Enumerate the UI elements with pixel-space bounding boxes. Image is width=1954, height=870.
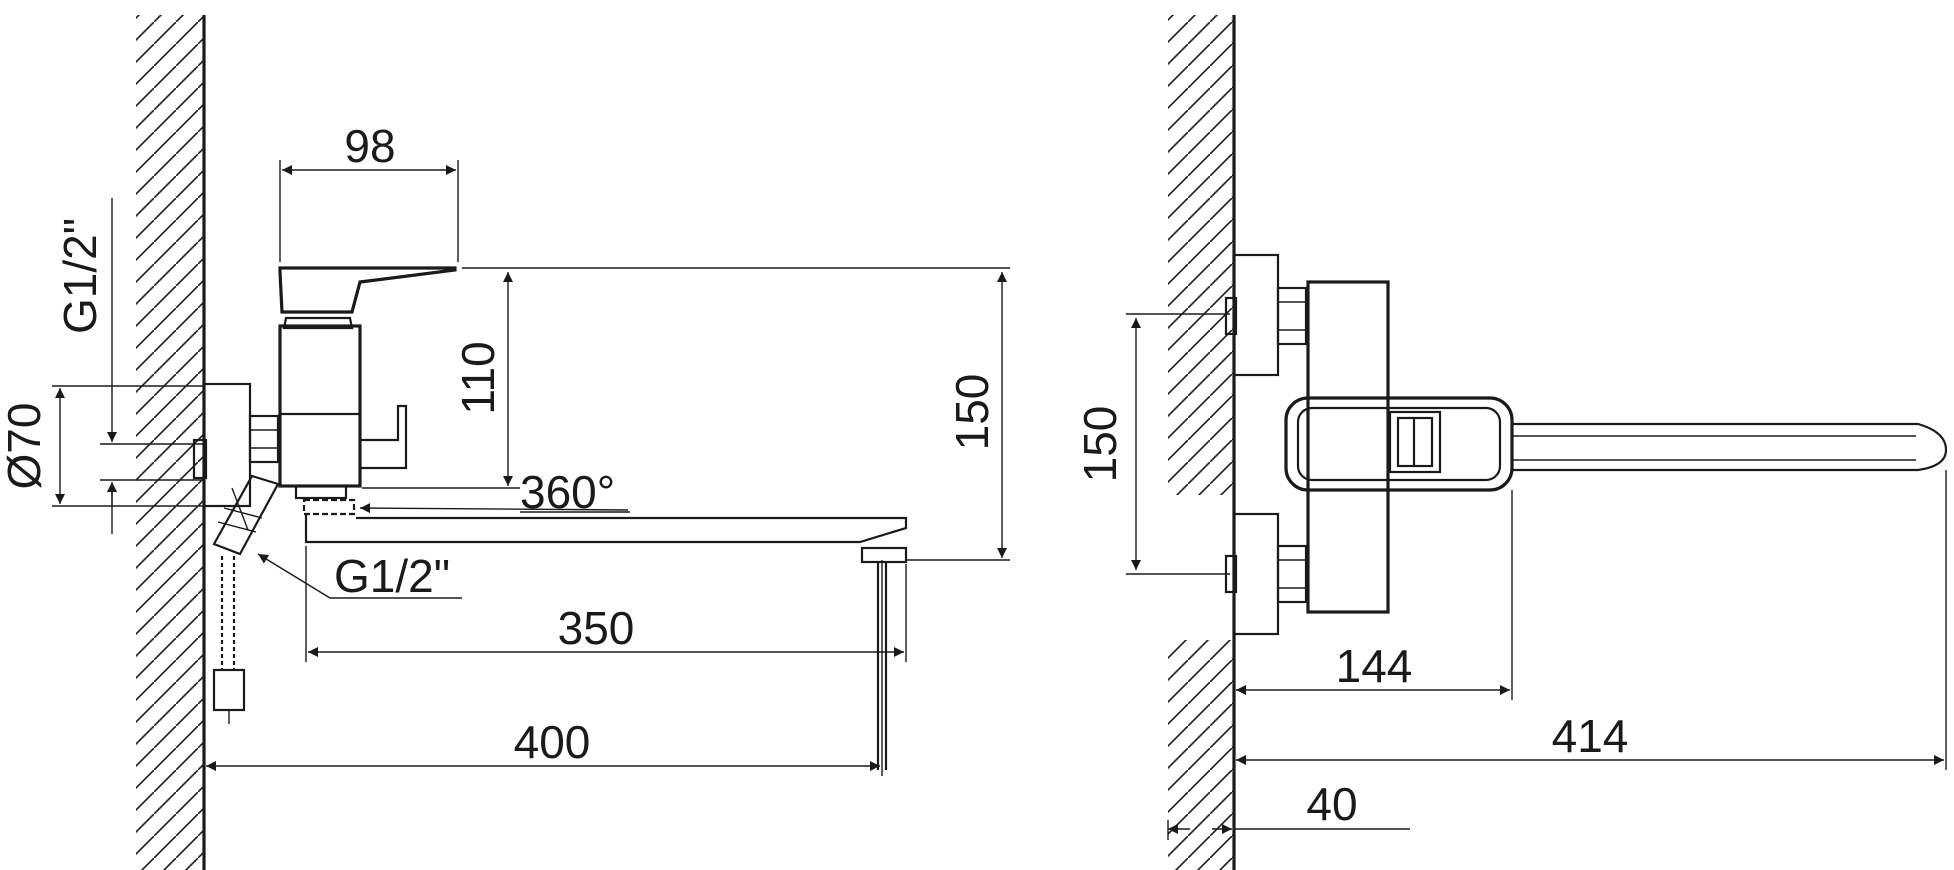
dim-label-350: 350: [558, 602, 635, 654]
dim-lever-height: [362, 267, 1010, 489]
hose-thread-leader: [257, 553, 462, 599]
dim-label-40: 40: [1306, 778, 1357, 830]
dim-flange-diameter: [52, 385, 204, 507]
dim-eccentric-offset: [1167, 820, 1410, 840]
dim-center-distance: [1126, 313, 1230, 575]
mixer-body: [278, 324, 408, 500]
wall-thread-dim: [100, 198, 204, 534]
dim-label-wall-thread: G1/2": [54, 218, 106, 334]
lever-front: [1284, 396, 1514, 492]
dim-label-144: 144: [1336, 640, 1413, 692]
spout: [302, 498, 908, 770]
dim-label-150-front: 150: [1074, 406, 1126, 483]
dim-body-depth: [1236, 490, 1513, 700]
dim-lever-width: [279, 160, 459, 262]
spout-front: [1512, 422, 1948, 472]
lever-handle: [278, 266, 457, 330]
dim-total-reach: [206, 560, 883, 776]
dim-spout-reach: [305, 546, 907, 662]
shower-hose: [212, 474, 280, 724]
dim-label-414: 414: [1552, 710, 1629, 762]
dim-total-height: [906, 272, 1010, 561]
wall-left: [136, 15, 206, 870]
dim-label-swivel: 360°: [520, 466, 615, 518]
dim-label-110: 110: [452, 341, 504, 414]
wall-flange: [192, 382, 280, 508]
mixer-body-front: [1306, 280, 1390, 614]
dim-label-98: 98: [344, 120, 395, 172]
dim-label-diameter: Ø70: [0, 403, 50, 490]
side-view: 98 110 150 360° G1/2": [0, 15, 1010, 870]
dim-total-depth: [1236, 470, 1947, 770]
dim-label-hose-thread: G1/2": [334, 550, 450, 602]
dim-label-150-side: 150: [946, 374, 998, 451]
upper-eccentric: [1224, 253, 1308, 377]
wall-right: [1168, 15, 1236, 870]
front-view: 150 144 414 40: [1074, 15, 1948, 870]
swivel-leader: [359, 503, 630, 514]
lower-eccentric: [1224, 512, 1308, 636]
dim-label-400: 400: [514, 716, 591, 768]
